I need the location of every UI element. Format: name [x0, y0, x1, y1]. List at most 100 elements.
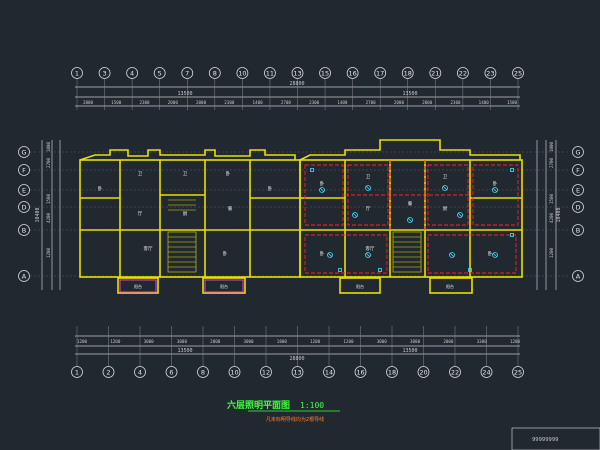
switch-symbol: [378, 268, 382, 272]
left-axis-bubble: [18, 270, 30, 282]
room-label-right: 卧: [493, 180, 498, 187]
left-segment-dimension: 2700: [46, 157, 51, 168]
top-axis-bubble: [401, 67, 414, 79]
light-fixture-cross: [492, 187, 498, 193]
building-walls-left: [79, 149, 301, 294]
right-axis-letter: A: [576, 273, 581, 281]
top-axis-bubble: [208, 67, 221, 79]
room-label-right: 卧: [320, 250, 325, 257]
balcony-label: 阳台: [356, 283, 364, 289]
light-fixture: [492, 252, 498, 258]
right-segment-dimension: 1500: [549, 193, 554, 204]
light-fixture-cross: [492, 252, 498, 258]
building-walls-right: [299, 139, 523, 294]
bottom-sub-right-dimension: 13500: [402, 348, 417, 354]
light-fixture: [442, 185, 448, 191]
bottom-segment-dimension: 3300: [477, 339, 488, 344]
top-axis-number: 1: [75, 70, 79, 78]
room-label-left: 卧: [226, 170, 231, 177]
left-axis-bubble: [18, 164, 30, 176]
bottom-segment-dimension: 1200: [77, 339, 88, 344]
bottom-axis-bubble: [354, 366, 367, 378]
bottom-segment-dimension: 1200: [510, 339, 521, 344]
top-axis-number: 4: [130, 70, 134, 78]
top-axis-number: 5: [158, 70, 162, 78]
top-segment-dimension: 1400: [253, 100, 264, 105]
room-label-right: 厨: [443, 206, 448, 212]
balcony-magenta-left: [119, 279, 244, 293]
top-sub-right-dimension: 13500: [402, 91, 417, 97]
left-segment-dimension: 1500: [46, 193, 51, 204]
light-fixture: [492, 187, 498, 193]
top-axis-bubble: [71, 67, 83, 79]
top-segment-dimension: 2700: [366, 100, 377, 105]
top-axis-bubble: [456, 67, 469, 79]
top-axis-bubble: [484, 67, 497, 79]
top-axis-bubble: [264, 67, 276, 79]
bottom-segment-dimension: 3000: [243, 339, 254, 344]
bottom-axis-bubble: [228, 366, 241, 378]
top-axis-number: 15: [321, 70, 329, 78]
bottom-axis-number: 18: [388, 369, 396, 377]
bottom-sub-left-dimension: 13500: [177, 348, 192, 354]
top-axis-number: 3: [102, 70, 106, 78]
bottom-axis-bubble: [102, 366, 115, 378]
top-segment-dimension: 2000: [422, 100, 433, 105]
room-label-right: 卧: [320, 180, 325, 187]
bottom-axis-number: 20: [419, 369, 427, 377]
top-segment-dimension: 2000: [196, 100, 207, 105]
light-fixture: [352, 212, 358, 218]
bottom-axis-bubble: [291, 366, 304, 378]
bottom-axis-lines: [76, 326, 519, 366]
switch-symbol: [468, 268, 472, 272]
left-axis-letter: D: [21, 204, 26, 212]
room-label-left: 卧: [268, 185, 273, 192]
left-axis-bubble: [18, 201, 30, 213]
light-fixture: [407, 217, 413, 223]
light-fixture-cross: [449, 252, 455, 258]
top-axis-number: 13: [293, 70, 301, 78]
top-segment-dimension: 2700: [281, 100, 292, 105]
switch-symbol: [510, 233, 514, 237]
drawing-scale: 1:100: [300, 401, 324, 410]
bottom-axis-number: 12: [262, 369, 270, 377]
room-label-left: 餐: [228, 205, 233, 212]
top-axis-number: 16: [348, 70, 356, 78]
top-axis-number: 22: [459, 70, 467, 78]
right-dimension-lines: [536, 140, 557, 290]
top-segment-dimension: 2000: [168, 100, 179, 105]
left-axis-letter: F: [22, 167, 26, 175]
bottom-axis-number: 4: [138, 369, 142, 377]
top-segment-dimension: 1500: [507, 100, 518, 105]
balcony-label: 阳台: [134, 283, 142, 289]
bottom-segment-dimension: 3000: [377, 339, 388, 344]
bottom-axis-bubble: [260, 366, 272, 378]
right-axis-letter: B: [576, 227, 580, 235]
switch-symbol: [510, 168, 514, 172]
top-axis-bubble: [429, 67, 442, 79]
top-axis-bubble: [319, 67, 331, 79]
bottom-axis-number: 10: [230, 369, 238, 377]
light-fixture-cross: [442, 185, 448, 191]
top-segment-dimension: 1400: [337, 100, 348, 105]
right-axis-bubble: [572, 201, 584, 213]
top-axis-bubble: [126, 67, 139, 79]
top-segment-dimension: 1400: [479, 100, 490, 105]
bottom-segment-dimension: 3000: [144, 339, 155, 344]
room-labels: 卧卫厅卫卧厨卧客厅餐卧卧卫厅卫卧厨卧客厅餐卧阳台阳台阳台阳台: [98, 170, 498, 289]
left-dimension-lines: [41, 140, 61, 290]
bottom-axis-number: 25: [514, 369, 522, 377]
right-overall-dimension: 10400: [556, 207, 562, 222]
bottom-segment-dimension: 2000: [210, 339, 221, 344]
bottom-axis-number: 16: [356, 369, 364, 377]
stair-left: [167, 199, 197, 273]
room-label-right: 卧: [488, 250, 493, 257]
left-segment-dimension: 4200: [46, 212, 51, 223]
right-segment-dimension: 1200: [549, 247, 554, 258]
bottom-segment-dimension: 1200: [110, 339, 121, 344]
room-label-left: 卧: [98, 185, 103, 192]
